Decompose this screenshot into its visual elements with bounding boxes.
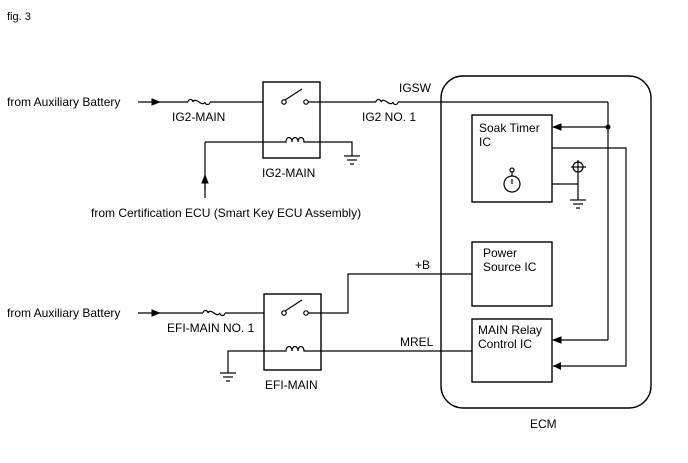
signal-label-mrel: MREL bbox=[400, 335, 434, 349]
soak-timer-ic-box bbox=[471, 114, 553, 203]
fuse-symbol-ig2-no1 bbox=[375, 98, 399, 106]
source-label-certification-ecu: from Certification ECU (Smart Key ECU As… bbox=[91, 206, 361, 220]
signal-label-igsw: IGSW bbox=[399, 81, 432, 95]
power-source-ic-label: Power Source IC bbox=[483, 246, 537, 274]
relay-label-ig2-main: IG2-MAIN bbox=[262, 166, 315, 180]
fuse-symbol-efi-main-no1 bbox=[202, 309, 226, 317]
ecm-outline bbox=[440, 75, 652, 409]
source-label-aux-battery-top: from Auxiliary Battery bbox=[7, 95, 120, 109]
power-source-ic-box bbox=[471, 241, 553, 307]
relay-box-efi-main bbox=[263, 293, 322, 371]
timer-icon bbox=[503, 167, 521, 193]
relay-switch-contact-ig2 bbox=[284, 88, 303, 101]
relay-coil-efi bbox=[227, 345, 472, 373]
signal-label-plus-b: +B bbox=[415, 258, 430, 272]
ecm-label: ECM bbox=[530, 417, 557, 431]
fuse-label-efi-main-no1: EFI-MAIN NO. 1 bbox=[167, 321, 255, 335]
soak-timer-to-main-relay bbox=[552, 147, 627, 367]
fuse-label-ig2-main: IG2-MAIN bbox=[172, 110, 225, 124]
source-label-aux-battery-bottom: from Auxiliary Battery bbox=[7, 306, 120, 320]
relay-box-ig2-main bbox=[262, 81, 321, 159]
battery-terminal-icon bbox=[552, 160, 586, 185]
main-relay-control-ic-label: MAIN Relay Control IC bbox=[478, 323, 545, 351]
relay-label-efi-main: EFI-MAIN bbox=[265, 378, 318, 392]
fuse-label-ig2-no1: IG2 NO. 1 bbox=[362, 110, 416, 124]
fuse-symbol-ig2-main bbox=[187, 98, 211, 106]
figure-label: fig. 3 bbox=[7, 11, 31, 23]
ground-icon-soak-timer bbox=[570, 184, 586, 209]
soak-timer-ic-label: Soak Timer IC bbox=[479, 121, 543, 149]
ground-icon-efi bbox=[220, 372, 236, 382]
relay-switch-contact-efi bbox=[284, 299, 303, 312]
plus-b-line bbox=[308, 273, 472, 314]
